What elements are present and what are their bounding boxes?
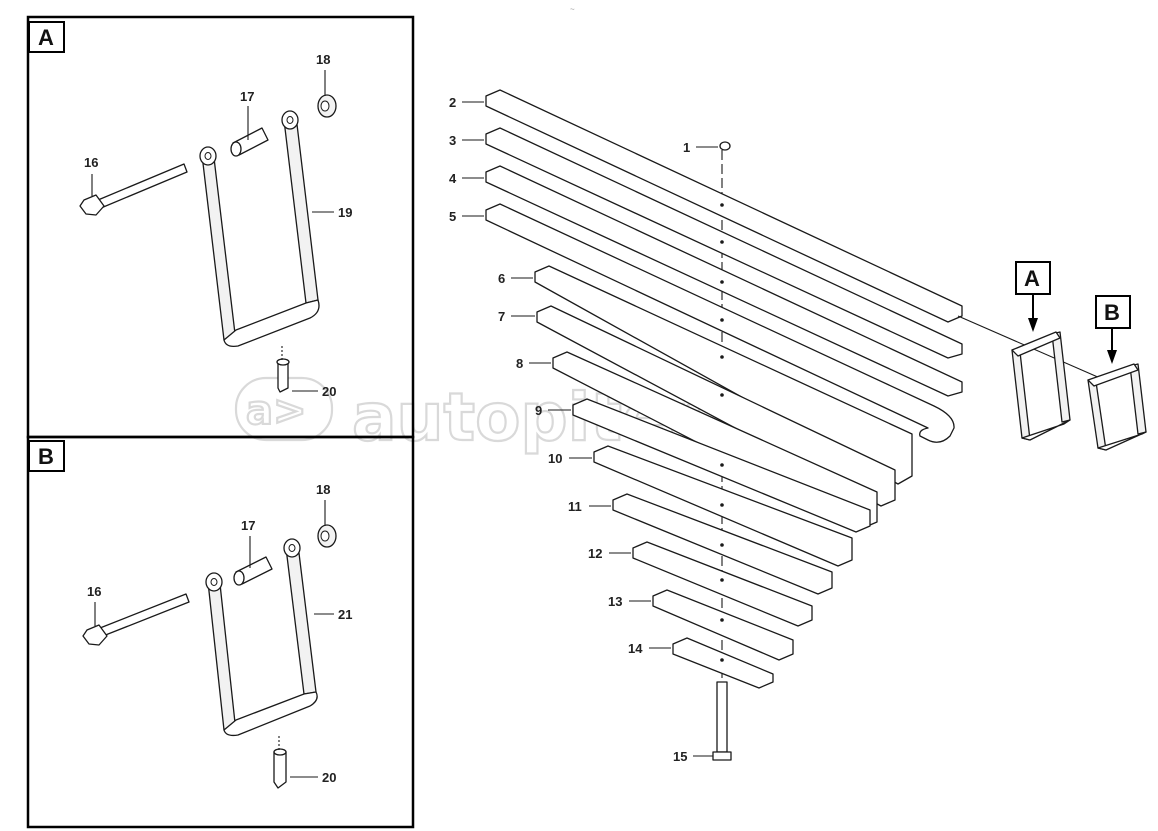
callout-20: 20 xyxy=(322,384,336,399)
inset-a-letter: A xyxy=(38,25,54,50)
leaf-6 xyxy=(534,265,913,485)
nut-18 xyxy=(317,94,337,118)
callout-5: 5 xyxy=(449,209,456,224)
shackle-link-a xyxy=(1011,331,1071,441)
callout-2: 2 xyxy=(449,95,456,110)
callout-17: 17 xyxy=(241,518,255,533)
callout-1: 1 xyxy=(683,140,690,155)
bushing-17 xyxy=(233,556,273,586)
callout-10: 10 xyxy=(548,451,562,466)
callout-9: 9 xyxy=(535,403,542,418)
callout-18: 18 xyxy=(316,52,330,67)
callout-8: 8 xyxy=(516,356,523,371)
ref-a: A xyxy=(1015,261,1051,332)
shackle-link-19 xyxy=(199,110,320,348)
inset-b: B 16 xyxy=(26,435,415,829)
callout-12: 12 xyxy=(588,546,602,561)
callout-6: 6 xyxy=(498,271,505,286)
center-bolt-15 xyxy=(712,681,732,761)
callout-17: 17 xyxy=(240,89,254,104)
top-mark: ~ xyxy=(570,5,575,14)
callout-19: 19 xyxy=(338,205,352,220)
callout-11: 11 xyxy=(568,499,582,514)
bolt-16 xyxy=(82,593,190,646)
shackle-link-21 xyxy=(205,538,318,737)
callout-16: 16 xyxy=(84,155,98,170)
pin-20 xyxy=(276,346,290,393)
callout-15: 15 xyxy=(673,749,687,764)
shackle-link-b xyxy=(1087,363,1147,451)
leaf-spring-assembly: A B 1 2 3 4 5 6 7 8 9 xyxy=(449,89,1147,764)
pin-20 xyxy=(273,736,287,789)
inset-a-letter-box xyxy=(28,21,65,53)
bolt-16 xyxy=(79,163,188,216)
leaf-12 xyxy=(632,541,813,627)
inset-a: A xyxy=(26,15,415,439)
inset-b-letter: B xyxy=(38,444,54,469)
leaf-13 xyxy=(652,589,794,661)
ref-b-letter: B xyxy=(1104,300,1120,325)
callout-3: 3 xyxy=(449,133,456,148)
leaf-3 xyxy=(485,127,963,359)
callout-21: 21 xyxy=(338,607,352,622)
callout-14: 14 xyxy=(628,641,643,656)
inset-b-letter-box xyxy=(28,440,65,472)
leaf-4 xyxy=(485,165,963,397)
callout-16: 16 xyxy=(87,584,101,599)
callout-20: 20 xyxy=(322,770,336,785)
callout-18: 18 xyxy=(316,482,330,497)
leaf-5 xyxy=(485,203,955,443)
callout-7: 7 xyxy=(498,309,505,324)
ref-a-letter: A xyxy=(1024,266,1040,291)
nut-18 xyxy=(317,524,337,548)
callout-13: 13 xyxy=(608,594,622,609)
watermark-mark: a> xyxy=(246,388,307,434)
leaf-7 xyxy=(536,305,896,507)
center-bolt-holes xyxy=(720,203,724,662)
callout-4: 4 xyxy=(449,171,457,186)
center-bolt-head-1 xyxy=(719,141,731,151)
bushing-17 xyxy=(230,127,269,157)
leaf-14 xyxy=(672,637,774,689)
ref-b: B xyxy=(1095,295,1131,364)
inset-b-frame xyxy=(26,435,415,829)
leaf-2 xyxy=(485,89,963,323)
